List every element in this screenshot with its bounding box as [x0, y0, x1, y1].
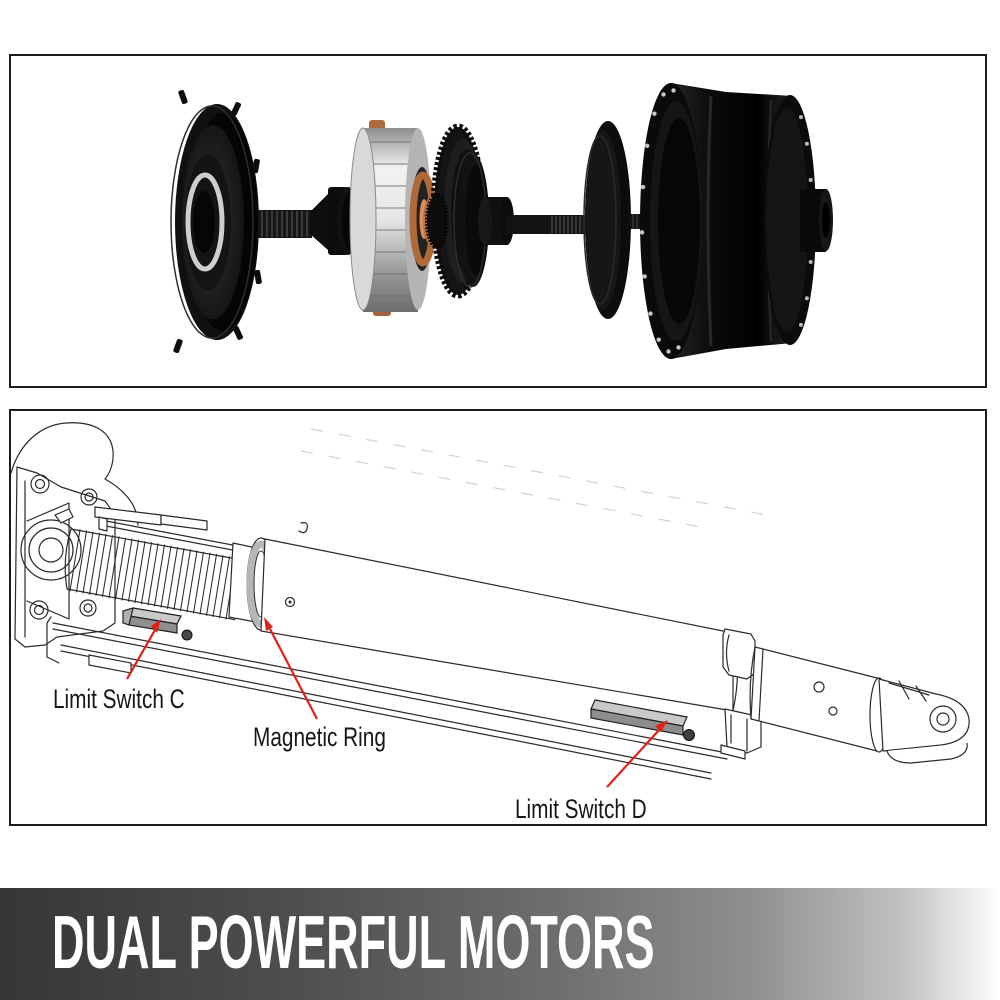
axle-stud-illustration: [258, 187, 359, 255]
support-bracket-illustration: [720, 628, 762, 760]
label-limit-switch-c: Limit Switch C: [53, 684, 185, 714]
label-magnetic-ring: Magnetic Ring: [253, 722, 386, 752]
title-banner: DUAL POWERFUL MOTORS: [0, 888, 1000, 1000]
label-limit-switch-d: Limit Switch D: [515, 794, 647, 824]
limit-switch-c-illustration: [122, 607, 193, 641]
spacer-disc-illustration: [583, 121, 644, 319]
inner-tube-illustration: [228, 522, 739, 712]
end-cap-illustration: [170, 89, 262, 354]
exploded-motor-illustration: [170, 83, 833, 359]
hub-drum-illustration: [639, 83, 833, 359]
banner-title: DUAL POWERFUL MOTORS: [52, 899, 655, 984]
gear-cluster-illustration: [423, 123, 489, 299]
leader-arrow-magnetic-ring: [264, 617, 318, 720]
leader-arrow-limit-switch-d: [606, 720, 668, 788]
limit-switch-d-illustration: [590, 699, 695, 741]
shaft-illustration: [478, 197, 589, 245]
actuator-diagram-panel: Limit Switch C Magnetic Ring Limit Switc…: [9, 409, 987, 826]
lead-screw-illustration: [64, 528, 240, 621]
stator-illustration: [349, 120, 437, 316]
clevis-end-illustration: [749, 646, 970, 764]
actuator-line-drawing: [11, 422, 970, 788]
faint-edge-dashes: [310, 428, 768, 516]
exploded-motor-panel: [9, 54, 987, 388]
leader-arrow-limit-switch-c: [126, 619, 161, 680]
faint-edge-dashes: [300, 450, 712, 530]
motor-housing-illustration: [11, 422, 208, 648]
